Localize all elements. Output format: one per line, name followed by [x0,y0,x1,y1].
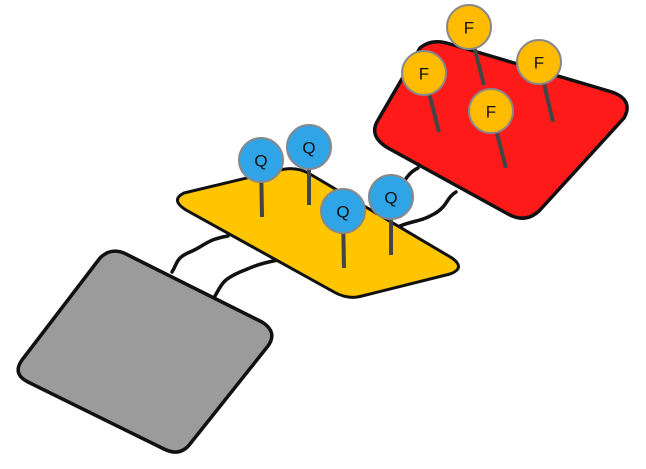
middle-tile [176,167,460,299]
pin-head [368,174,414,220]
pin-f-3: F [516,39,562,123]
pin-f-4: F [468,88,514,169]
wire-base-middle-1 [170,234,230,274]
pin-label: Q [336,203,349,222]
pin-label: F [419,65,429,84]
pin-q-1: Q [238,137,284,218]
pin-head [286,124,332,170]
pin-f-1: F [401,50,447,133]
pin-q-3: Q [320,188,366,269]
pin-head [238,137,284,183]
pin-head [320,188,366,234]
pin-label: Q [254,152,267,171]
pin-label: Q [302,139,315,158]
pin-head [446,4,492,50]
pin-q-2: Q [286,124,332,205]
pin-label: F [464,19,474,38]
pin-head [401,50,447,96]
pin-q-4: Q [368,174,414,255]
base-tile [16,249,274,454]
pin-head [468,88,514,134]
pin-label: Q [384,189,397,208]
pin-label: F [534,54,544,73]
wire-base-middle-2 [213,258,280,298]
pin-head [516,39,562,85]
wire-middle-top-2 [398,190,458,228]
pin-label: F [486,103,496,122]
pin-f-2: F [446,4,492,86]
